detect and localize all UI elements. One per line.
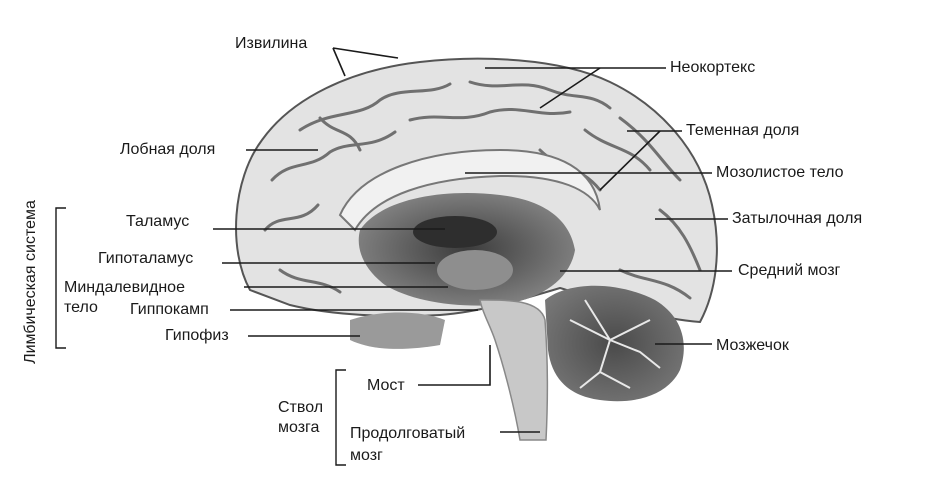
label-neocortex: Неокортекс [670,59,756,76]
label-thalamus: Таламус [126,213,190,230]
brainstem-bracket [335,369,346,466]
leader-lines [213,47,732,433]
label-parietal-lobe: Теменная доля [686,122,800,139]
arbor-vitae [569,299,661,389]
label-brainstem-line2: мозга [278,419,320,436]
label-pons: Мост [367,377,405,394]
label-medulla-line1: Продолговатый [350,425,466,442]
pituitary-region [350,312,445,349]
label-brainstem-line1: Ствол [278,399,324,416]
label-hippocampus: Гиппокамп [130,301,209,318]
label-cerebellum: Мозжечок [716,337,789,354]
label-corpus-callosum: Мозолистое тело [716,164,844,181]
brainstem-shape [479,299,549,441]
thalamus-shape [413,216,497,248]
label-pituitary: Гипофиз [165,327,229,344]
amygdala-shape [437,250,513,290]
label-occipital-lobe: Затылочная доля [732,210,863,227]
cerebellum-shape [545,285,684,402]
limbic-bracket [55,207,66,349]
label-midbrain: Средний мозг [738,262,841,279]
deep-structures [358,193,575,306]
label-frontal-lobe: Лобная доля [120,141,216,158]
label-amygdala-line1: Миндалевидное [64,279,185,296]
label-limbic-system-wrap: Лимбическая система [20,182,42,382]
label-hypothalamus: Гипоталамус [98,250,194,267]
label-limbic-system: Лимбическая система [22,200,39,364]
corpus-callosum-shape [338,148,601,232]
label-amygdala-line2: тело [64,299,98,316]
label-izvilina: Извилина [235,35,308,52]
label-medulla-line2: мозг [350,447,383,464]
